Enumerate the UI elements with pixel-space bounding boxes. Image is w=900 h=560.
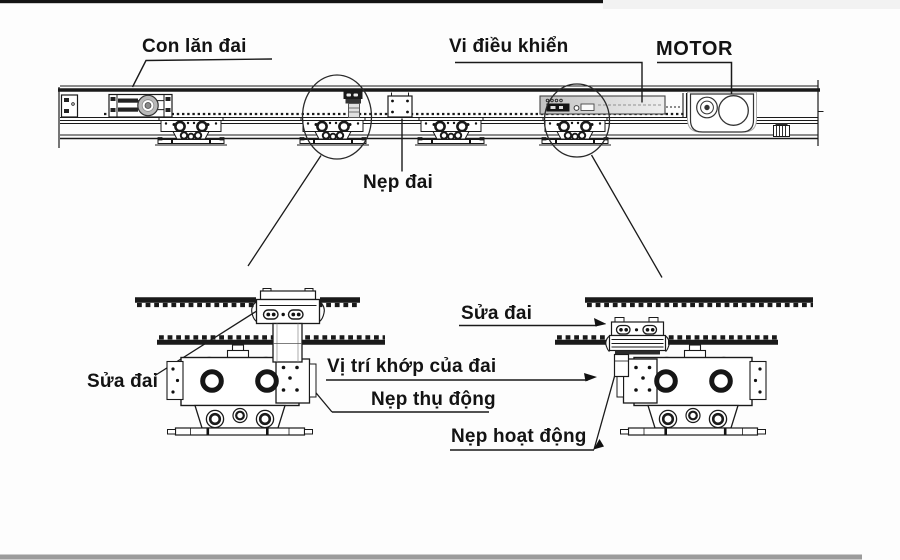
- leader-belt-roller: [131, 58, 273, 88]
- label-motor: MOTOR: [656, 38, 734, 60]
- belt-roller-assembly: [108, 93, 173, 118]
- clamp-stem: [272, 322, 303, 363]
- detail-view-left: [135, 288, 385, 436]
- label-belt-roller: Con lăn đai: [142, 36, 247, 57]
- detail-circle-right: [543, 83, 611, 158]
- detail-leader-right: [590, 154, 663, 278]
- detail-leader-left: [247, 155, 322, 267]
- rail-left-cap: [60, 94, 79, 118]
- label-passive-clamp: Nẹp thụ động: [371, 389, 496, 410]
- leader-motor: [657, 61, 733, 94]
- carriage-detail-right: [617, 345, 766, 435]
- detail-circle-left: [301, 74, 373, 160]
- label-belt-clamp: Nẹp đai: [363, 172, 434, 193]
- bottom-border-bar: [0, 554, 862, 560]
- rail-carriage: [413, 116, 489, 147]
- label-belt-joint-position: Vị trí khớp của đai: [327, 356, 497, 377]
- label-active-clamp: Nẹp hoạt động: [451, 426, 587, 447]
- top-right-light-strip: [603, 0, 900, 9]
- leader-microcontroller: [455, 61, 643, 103]
- rail-carriage: [153, 116, 229, 147]
- label-belt-adjust-left: Sửa đai: [87, 371, 159, 392]
- controller-box: [539, 93, 688, 117]
- rail-carriage: [295, 116, 371, 147]
- belt-clamp-detail-left: [251, 288, 325, 363]
- detail-view-right: [555, 297, 813, 435]
- label-microcontroller: Vi điều khiển: [449, 36, 569, 57]
- motor-body: [718, 95, 749, 126]
- belt-bracket: [387, 92, 413, 118]
- clamp-hinge: [613, 353, 630, 378]
- motor-unit: [687, 91, 757, 133]
- label-leaders: [131, 58, 733, 451]
- belt-clamp-small-left: [343, 91, 363, 118]
- top-border-bar: [0, 0, 603, 4]
- label-belt-adjust-right: Sửa đai: [461, 303, 533, 324]
- belt-clamp-detail-right: [605, 317, 670, 378]
- rail-ribbed-bracket: [773, 123, 790, 137]
